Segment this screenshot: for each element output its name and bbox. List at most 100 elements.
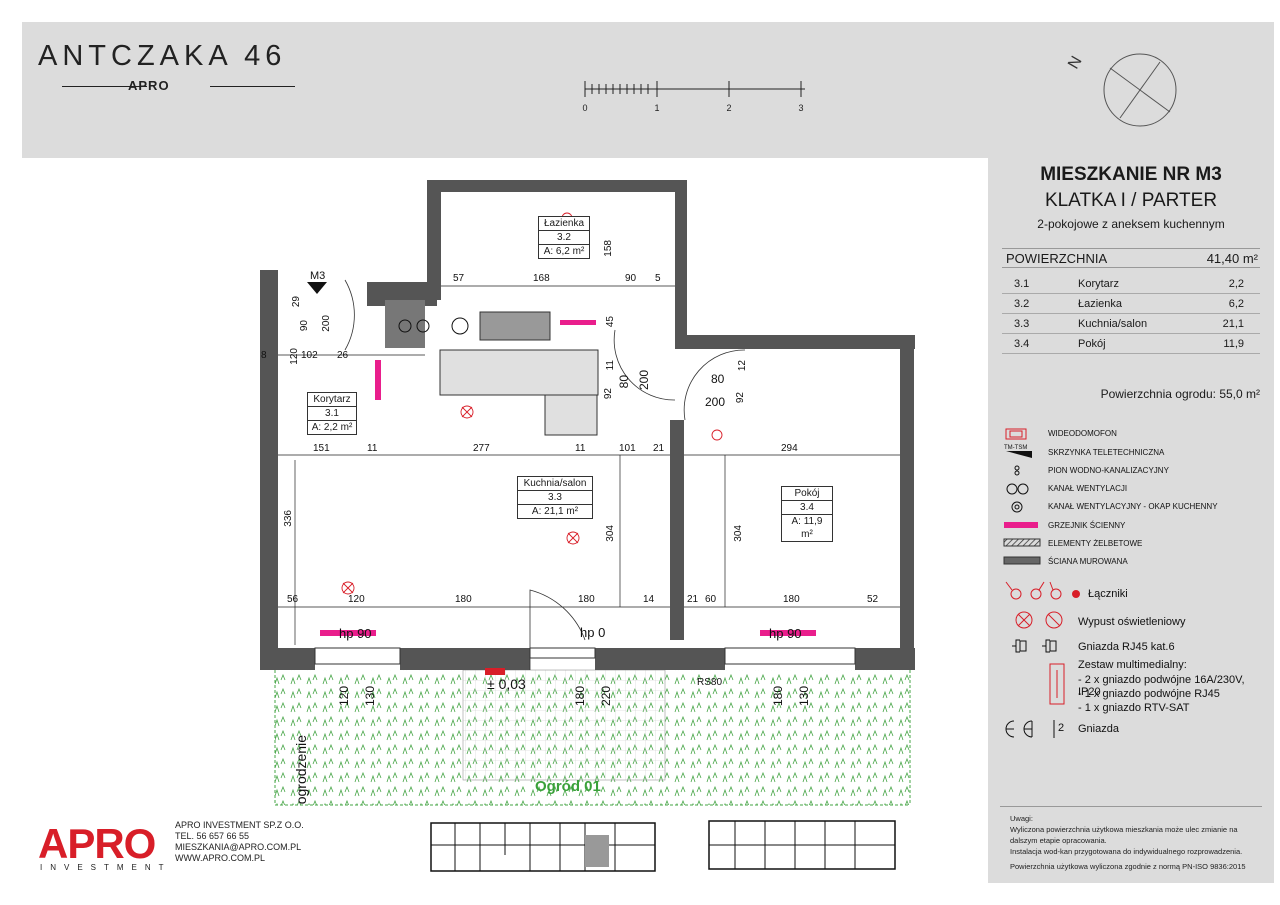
socket-icon bbox=[1005, 720, 1055, 738]
apartment-staircase: KLATKA I / PARTER bbox=[1044, 190, 1218, 211]
room-label-num: 3.4 bbox=[782, 501, 832, 515]
notes-box: Uwagi: Wyliczona powierzchnia użytkowa m… bbox=[1000, 806, 1262, 878]
room-num: 3.1 bbox=[1014, 278, 1030, 290]
dim-label: 29 bbox=[291, 296, 302, 308]
dim-label: 80 bbox=[617, 375, 631, 389]
legend-lighting: Wypust oświetleniowy bbox=[1078, 616, 1186, 628]
room-label-kitchen: Kuchnia/salon 3.3 A: 21,1 m² bbox=[517, 476, 593, 519]
room-row: 3.3 Kuchnia/salon 21,1 bbox=[1002, 314, 1260, 334]
room-label-room: Pokój 3.4 A: 11,9 m² bbox=[781, 486, 833, 542]
apro-logo-text: APRO bbox=[38, 820, 156, 867]
legend-sockets-num: 2 bbox=[1058, 722, 1065, 734]
legend-ventilation: KANAŁ WENTYLACJI bbox=[1048, 484, 1128, 493]
dim-label: 120 bbox=[348, 594, 365, 605]
multimedia-icon bbox=[1049, 663, 1065, 705]
legend-sockets: Gniazda bbox=[1078, 723, 1119, 735]
dim-label: 11 bbox=[575, 443, 586, 454]
garden-label: Ogród 01 bbox=[535, 778, 601, 795]
dim-label: 45 bbox=[605, 316, 616, 328]
scale-tick-0: 0 bbox=[582, 103, 588, 113]
company-email[interactable]: MIESZKANIA@APRO.COM.PL bbox=[175, 842, 302, 852]
north-compass: N bbox=[1060, 50, 1180, 140]
dim-label: 60 bbox=[705, 594, 717, 605]
project-title: ANTCZAKA 46 bbox=[38, 40, 287, 72]
company-tel: TEL. 56 657 66 55 bbox=[175, 831, 250, 841]
notes-line: Instalacja wod-kan przygotowana do indyw… bbox=[1010, 847, 1243, 856]
masonry-icon bbox=[1003, 556, 1041, 565]
room-label-num: 3.3 bbox=[518, 491, 592, 505]
dim-label: 92 bbox=[603, 388, 614, 400]
dim-label: 180 bbox=[783, 594, 800, 605]
apro-logo-sub: INVESTMENT bbox=[40, 863, 172, 872]
dim-label: 168 bbox=[533, 273, 550, 284]
room-label-hall: Korytarz 3.1 A: 2,2 m² bbox=[307, 392, 357, 435]
room-row: 3.1 Korytarz 2,2 bbox=[1002, 274, 1260, 294]
tm-text: TM-TSM bbox=[1004, 445, 1027, 451]
room-name: Korytarz bbox=[1078, 278, 1119, 290]
room-num: 3.4 bbox=[1014, 338, 1030, 350]
legend-multimedia-title: Zestaw multimedialny: bbox=[1078, 659, 1187, 671]
dim-label: 180 bbox=[578, 594, 595, 605]
concrete-icon bbox=[1003, 538, 1041, 547]
fence-label: ogrodzenie bbox=[293, 735, 309, 805]
brand-line-right bbox=[210, 86, 295, 87]
room-table: 3.1 Korytarz 2,2 3.2 Łazienka 6,2 3.3 Ku… bbox=[1002, 274, 1260, 354]
rj45-icon bbox=[1012, 639, 1057, 653]
room-label-name: Korytarz bbox=[308, 393, 356, 407]
dim-label: 92 bbox=[735, 392, 746, 404]
dim-label: 57 bbox=[453, 273, 465, 284]
area-value: 41,40 m² bbox=[1206, 251, 1258, 266]
room-area: 11,9 bbox=[1223, 338, 1244, 350]
dim-label: 52 bbox=[867, 594, 879, 605]
room-name: Łazienka bbox=[1078, 298, 1123, 310]
room-label-area: A: 2,2 m² bbox=[311, 422, 353, 433]
notes-title: Uwagi: bbox=[1010, 814, 1033, 823]
apartment-panel: MIESZKANIE NR M3 KLATKA I / PARTER 2-pok… bbox=[988, 158, 1274, 883]
ventilation-icon bbox=[1006, 483, 1029, 495]
light-outlet-icon bbox=[1015, 611, 1063, 629]
hp-left: hp 90 bbox=[339, 626, 372, 641]
legend-concrete: ELEMENTY ŻELBETOWE bbox=[1048, 539, 1143, 548]
area-label: POWIERZCHNIA bbox=[1006, 251, 1108, 266]
room-num: 3.3 bbox=[1014, 318, 1030, 330]
dim-label: 220 bbox=[599, 686, 613, 707]
dim-label: 120 bbox=[337, 686, 351, 707]
room-label-area: A: 11,9 m² bbox=[791, 516, 823, 540]
radiator-icon bbox=[1004, 522, 1038, 528]
key-plan-right bbox=[708, 820, 896, 870]
room-area: 21,1 bbox=[1222, 318, 1244, 330]
room-label-name: Pokój bbox=[782, 487, 832, 501]
dim-label: 56 bbox=[287, 594, 299, 605]
key-plan-left bbox=[430, 822, 656, 872]
legend-multimedia-item: - 1 x gniazdo podwójne RJ45 bbox=[1078, 688, 1220, 700]
room-area: 6,2 bbox=[1228, 298, 1244, 310]
hp-mid: hp 0 bbox=[580, 625, 606, 640]
room-label-name: Kuchnia/salon bbox=[518, 477, 592, 491]
area-row: POWIERZCHNIA 41,40 m² bbox=[1002, 248, 1260, 268]
room-label-area: A: 6,2 m² bbox=[543, 246, 585, 257]
dim-label: 180 bbox=[573, 686, 587, 707]
legend-hood: KANAŁ WENTYLACYJNY - OKAP KUCHENNY bbox=[1048, 502, 1218, 511]
project-brand: APRO bbox=[128, 78, 170, 93]
company-web[interactable]: WWW.APRO.COM.PL bbox=[175, 853, 265, 863]
notes-line: Powierzchnia użytkowa wyliczona zgodnie … bbox=[1010, 862, 1246, 871]
intercom-icon bbox=[1005, 428, 1027, 440]
dim-label: 12 bbox=[737, 360, 748, 372]
room-label-name: Łazienka bbox=[539, 217, 589, 231]
dim-label: 102 bbox=[301, 350, 318, 361]
room-area: 2,2 bbox=[1228, 278, 1244, 290]
dim-label: 5 bbox=[655, 273, 661, 284]
notes-line: Wyliczona powierzchnia użytkowa mieszkan… bbox=[1010, 825, 1238, 845]
water-pipe-icon bbox=[1014, 465, 1020, 476]
room-label-bathroom: Łazienka 3.2 A: 6,2 m² bbox=[538, 216, 590, 259]
dim-label: 21 bbox=[653, 443, 665, 454]
dim-label: 120 bbox=[289, 348, 300, 365]
level-label: ± 0,03 bbox=[487, 676, 526, 692]
brand-line-left bbox=[62, 86, 147, 87]
dim-label: 336 bbox=[283, 510, 294, 527]
room-name: Pokój bbox=[1078, 338, 1106, 350]
telecom-box-icon: TM-TSM bbox=[1004, 445, 1032, 458]
dim-label: 158 bbox=[603, 240, 614, 257]
hp-right: hp 90 bbox=[769, 626, 802, 641]
legend-water: PION WODNO-KANALIZACYJNY bbox=[1048, 466, 1169, 475]
